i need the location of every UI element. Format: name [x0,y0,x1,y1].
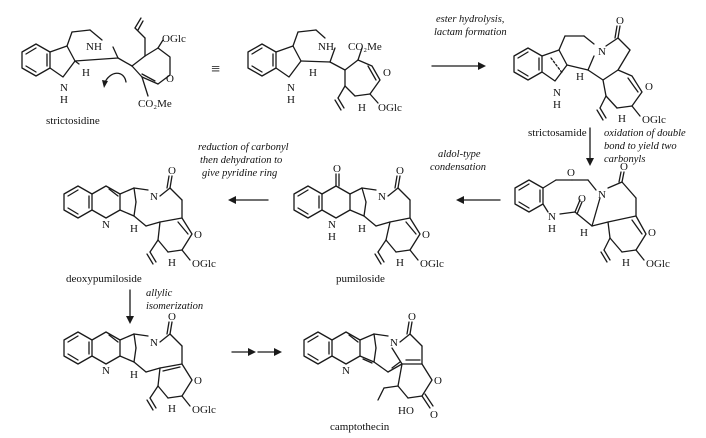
camptothecin-lactone-o-label: O [430,409,438,421]
step1-condition-line1: ester hydrolysis, [436,14,504,25]
pumiloside-stereo-h-label: H [358,223,366,235]
dione-stereo-h-label: H [580,227,588,239]
step4-condition-line2: then dehydration to [200,155,282,166]
deoxypumiloside-stereo-h-label: H [130,223,138,235]
camptothecin-name: camptothecin [330,421,390,433]
isomerized-quinoline-n-label: N [102,365,110,377]
strictosidine-indole-n-label: N [60,82,68,94]
deoxypumiloside-quinoline-n-label: N [102,219,110,231]
step2-condition-line1: oxidation of double [604,128,686,139]
deoxypumiloside-ring-h-label: H [168,257,176,269]
strictosidine-stereo-h-label: H [82,67,90,79]
deoxypumiloside-name: deoxypumiloside [66,273,142,285]
isomerized-ring-o-label: O [194,375,202,387]
step4-condition-line1: reduction of carbonyl [198,142,289,153]
deoxypumiloside-oglc-label: OGlc [192,258,216,270]
strictosidine-ester-label: CO₂Me [138,98,172,110]
step2-condition-line2: bond to yield two [604,141,677,152]
dione-amide-o-label: O [578,193,586,205]
strictosamide-carbonyl-o-label: O [616,15,624,27]
pumiloside-oglc-label: OGlc [420,258,444,270]
strictosidine-ring-o-label: O [166,73,174,85]
step3-condition-line1: aldol-type [438,149,481,160]
strictosamide-oglc-label: OGlc [642,114,666,126]
camptothecin-ho-label: HO [398,405,414,417]
equivalence-sign: ≡ [211,61,220,78]
strictosidine-name: strictosidine [46,115,100,127]
deoxypumiloside-structure: N N O H O H OGlc deoxypumiloside [63,165,216,285]
redrawn-oglc-label: OGlc [378,102,402,114]
strictosamide-indole-n-label: N [553,87,561,99]
isomerized-amide-o-label: O [168,311,176,323]
pumiloside-name: pumiloside [336,273,385,285]
deoxypumiloside-ring-o-label: O [194,229,202,241]
isomerized-stereo-h-label: H [130,369,138,381]
isomerized-amide-n-label: N [150,337,158,349]
isomerized-ring-h-label: H [168,403,176,415]
camptothecin-amide-o-label: O [408,311,416,323]
dione-carbonyl-o-label: O [620,161,628,173]
dione-intermediate-structure: O N O O N H H O H OGlc [514,161,670,270]
strictosamide-structure: N O O N H H H OGlc strictosamide [513,15,666,139]
dione-amide-n-label: N [598,189,606,201]
camptothecin-ring-o-label: O [434,375,442,387]
strictosamide-stereo-h-label: H [576,71,584,83]
redrawn-ring-h-label: H [358,102,366,114]
redrawn-ring-o-label: O [383,67,391,79]
step2-condition-line3: carbonyls [604,154,645,165]
pumiloside-structure: O N O N H H O H OGlc pumiloside [293,163,444,285]
pumiloside-amide-o-label: O [396,165,404,177]
dione-ketone-o-label: O [567,167,575,179]
redrawn-indole-n-label: N [287,82,295,94]
strictosidine-structure: NH N H H OGlc O CO₂Me strictosidine [21,17,186,127]
multistep-arrow [231,348,282,356]
dione-oglc-label: OGlc [646,258,670,270]
dione-nh-h-label: H [548,223,556,235]
strictosidine-oglc-label: OGlc [162,33,186,45]
step3-condition-line2: condensation [430,162,486,173]
step1-condition-line2: lactam formation [434,27,507,38]
deoxypumiloside-amide-n-label: N [150,191,158,203]
redrawn-stereo-h-label: H [309,67,317,79]
pumiloside-nh-h-label: H [328,231,336,243]
camptothecin-amide-n-label: N [390,337,398,349]
pumiloside-nh-n-label: N [328,219,336,231]
step5-condition-line1: allylic [146,288,173,299]
strictosamide-amide-n-label: N [598,46,606,58]
isomerized-intermediate-structure: N N O H O H OGlc [63,311,216,416]
step4-condition-line3: give pyridine ring [202,168,277,179]
strictosamide-ring-h-label: H [618,113,626,125]
isomerized-oglc-label: OGlc [192,404,216,416]
redrawn-ester-label: CO₂Me [348,41,382,53]
camptothecin-quinoline-n-label: N [342,365,350,377]
pumiloside-ketone-o-label: O [333,163,341,175]
strictosamide-name: strictosamide [528,127,587,139]
deoxypumiloside-amide-o-label: O [168,165,176,177]
strictosamide-ring-o-label: O [645,81,653,93]
strictosidine-redrawn-structure: NH CO₂Me N H H O H OGlc [247,29,402,114]
dione-ring-h-label: H [622,257,630,269]
step5-condition-line2: isomerization [146,301,203,312]
strictosidine-nh-label: NH [86,41,102,53]
pumiloside-amide-n-label: N [378,191,386,203]
pumiloside-ring-h-label: H [396,257,404,269]
pumiloside-ring-o-label: O [422,229,430,241]
dione-ring-o-label: O [648,227,656,239]
camptothecin-structure: N N O O O HO camptothecin [303,311,442,433]
strictosamide-indole-h-label: H [553,99,561,111]
redrawn-indole-h-label: H [287,94,295,106]
strictosidine-indole-h-label: H [60,94,68,106]
redrawn-nh-label: NH [318,41,334,53]
dione-nh-n-label: N [548,211,556,223]
